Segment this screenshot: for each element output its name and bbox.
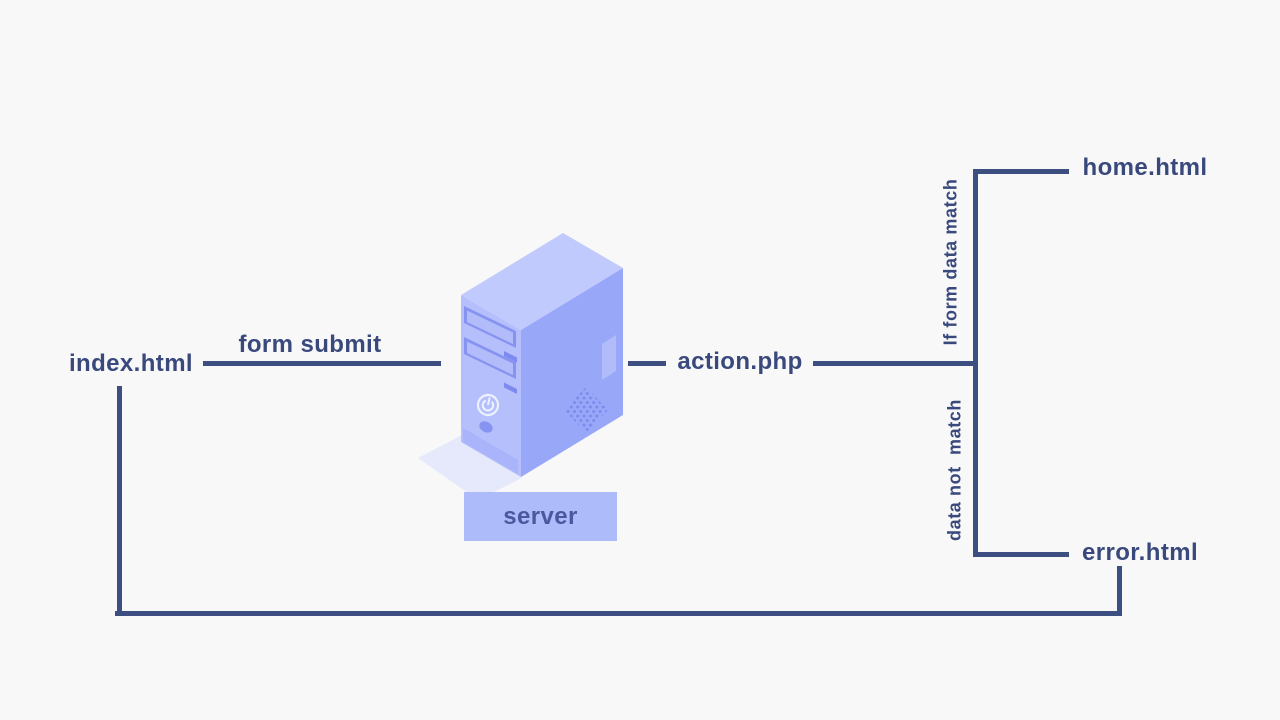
line-branch-vertical bbox=[973, 169, 978, 557]
line-bottom-return bbox=[115, 611, 1122, 616]
server-shadow bbox=[418, 435, 522, 500]
vent-grid-icon bbox=[564, 387, 608, 433]
label-form-submit: form submit bbox=[238, 331, 382, 358]
line-branch-to-home bbox=[973, 169, 1069, 174]
bay-button-icon bbox=[504, 351, 517, 363]
label-home-html: home.html bbox=[1082, 154, 1208, 181]
label-index-html: index.html bbox=[68, 350, 193, 377]
label-action-php: action.php bbox=[677, 348, 803, 375]
line-form-submit bbox=[203, 361, 441, 366]
line-action-to-branch bbox=[813, 361, 978, 366]
front-bottom-panel bbox=[463, 428, 518, 474]
label-error-html: error.html bbox=[1081, 539, 1199, 566]
label-if-form-data-match: If form data match bbox=[940, 178, 961, 346]
server-top-face bbox=[461, 233, 623, 330]
label-data-not-match: data not match bbox=[944, 398, 965, 542]
server-caption-label: server bbox=[503, 502, 578, 530]
line-branch-to-error bbox=[973, 552, 1069, 557]
reset-button-icon bbox=[479, 421, 493, 433]
power-button-icon bbox=[476, 393, 500, 417]
side-slot-panel bbox=[602, 335, 616, 380]
drive-bay-icon bbox=[464, 306, 516, 348]
server-tower-icon bbox=[418, 233, 623, 500]
line-server-to-action bbox=[628, 361, 666, 366]
drive-bay-icon bbox=[464, 337, 516, 379]
server-side-face bbox=[521, 268, 623, 477]
line-index-down bbox=[117, 386, 122, 616]
bay-button-icon bbox=[504, 382, 517, 394]
line-error-down bbox=[1117, 566, 1122, 616]
server-caption-box: server bbox=[464, 492, 617, 541]
